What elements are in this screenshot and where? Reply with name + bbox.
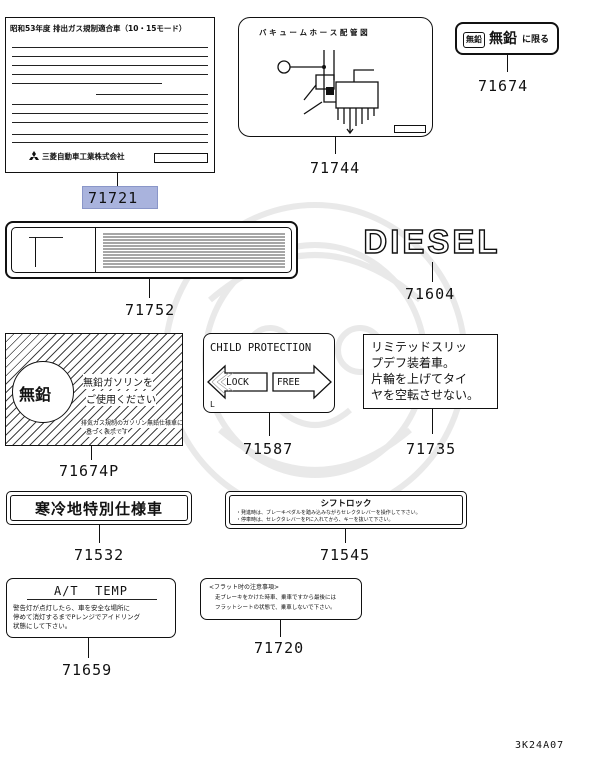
free-arrow-icon xyxy=(272,364,332,400)
label-71659-line2: 停めて消灯するまでPレンジでアイドリング xyxy=(13,613,141,621)
label-71674P-line3: 排気ガス規制のガソリン無鉛仕様車に xyxy=(81,420,183,428)
label-71720-title: <フラット时の注意事項> xyxy=(209,584,280,591)
mitsubishi-logo-icon xyxy=(29,151,39,160)
label-71720-line2: フラットシートの状態で、乗車しないで下さい。 xyxy=(215,605,336,611)
label-71752-rule xyxy=(29,237,63,238)
label-71545: シフトロック ・発進時は、ブレーキペダルを踏み込みながらセレクタレバーを操作して… xyxy=(225,491,467,529)
label-71721-rule xyxy=(12,47,208,48)
label-71604-diesel-outline: DIESEL xyxy=(363,222,500,260)
label-71744: バ キ ュ ー ム ホ ー ス 配 管 図 xyxy=(238,17,433,137)
leader-71735 xyxy=(432,409,433,434)
label-71532-text: 寒冷地特別仕様車 xyxy=(34,500,163,518)
label-71674-badge: 無鉛 xyxy=(463,32,485,48)
label-71721-rule xyxy=(12,134,208,135)
leader-71587 xyxy=(269,413,270,436)
part-number-highlight xyxy=(82,186,158,209)
label-71721-rule xyxy=(12,65,208,66)
label-71721-rule xyxy=(12,113,208,114)
leader-71604 xyxy=(432,262,433,282)
label-71545-line2: ・停車時は、セレクタレバーをPに入れてから、キーを抜いて下さい。 xyxy=(236,517,394,523)
label-71587-title: CHILD PROTECTION xyxy=(210,342,312,354)
leader-71674 xyxy=(507,55,508,72)
label-71721-rule xyxy=(12,142,208,143)
label-71752-text-lines xyxy=(103,233,285,268)
label-71721-maker: 三菱自動車工業株式会社 xyxy=(42,152,125,161)
label-71674: 無鉛 無鉛 に限る xyxy=(455,22,559,55)
part-number-71721[interactable]: 71721 xyxy=(88,189,139,207)
label-71721: 昭和53年度 排出ガス規制適合車（10・15モード） 三菱自動車工業株式会社 xyxy=(5,17,215,173)
label-71604-text: DIESEL xyxy=(363,223,500,260)
leader-71545 xyxy=(345,529,346,543)
label-71674P: 無鉛 無鉛ガソリンを ご使用ください 排気ガス規制のガソリン無鉛仕様車に 基づく… xyxy=(5,333,183,446)
vacuum-hose-diagram xyxy=(277,50,379,135)
label-71674P-line1: 無鉛ガソリンを xyxy=(83,374,153,389)
leader-71752 xyxy=(149,279,150,298)
label-71532: 寒冷地特別仕様車 xyxy=(6,491,192,525)
part-number-71744[interactable]: 71744 xyxy=(310,159,361,177)
part-number-71720[interactable]: 71720 xyxy=(254,639,305,657)
leader-71659 xyxy=(88,638,89,658)
label-71721-box xyxy=(154,153,208,163)
label-71721-rule xyxy=(12,104,208,105)
label-71545-line1: ・発進時は、ブレーキペダルを踏み込みながらセレクタレバーを操作して下さい。 xyxy=(236,510,421,516)
part-number-71674P[interactable]: 71674P xyxy=(59,462,120,480)
leader-71532 xyxy=(99,525,100,543)
label-71721-rule xyxy=(96,94,208,95)
label-71674-big: 無鉛 xyxy=(489,31,517,47)
label-71659-line1: 警告灯が点灯したら、車を安全な場所に xyxy=(13,604,130,612)
label-71721-rule xyxy=(12,122,208,123)
label-71752 xyxy=(5,221,298,279)
label-71587-lock: LOCK xyxy=(226,377,249,388)
label-71735-line0: リミテッドスリッ xyxy=(371,340,468,354)
label-71721-header: 昭和53年度 排出ガス規制適合車（10・15モード） xyxy=(10,24,187,33)
label-71545-inner xyxy=(229,495,463,525)
label-71587-side: L xyxy=(210,400,215,409)
part-number-71545[interactable]: 71545 xyxy=(320,546,371,564)
part-number-71674[interactable]: 71674 xyxy=(478,77,529,95)
label-71744-box xyxy=(394,125,426,133)
label-71659-line3: 状態にして下さい。 xyxy=(13,622,72,630)
label-71674-small: に限る xyxy=(522,35,550,45)
diagram-code: 3K24A07 xyxy=(515,740,565,751)
leader-71720 xyxy=(280,620,281,637)
label-71674P-line2: ご使用ください xyxy=(86,391,156,406)
label-71735-line3: ヤを空転させない。 xyxy=(371,388,480,402)
label-71752-rule xyxy=(35,237,36,267)
label-71659-title-underline xyxy=(27,599,157,600)
part-number-71604[interactable]: 71604 xyxy=(405,285,456,303)
leader-71721 xyxy=(117,173,118,187)
part-number-71752[interactable]: 71752 xyxy=(125,301,176,319)
label-71721-rule xyxy=(12,56,208,57)
label-71720-line1: 走ブレーキをかけた時車、乗車ですから最後には xyxy=(215,595,337,601)
label-71721-rule xyxy=(12,74,208,75)
label-71735-line2: 片輪を上げてタイ xyxy=(371,372,468,386)
leader-71744 xyxy=(335,137,336,154)
part-number-71587[interactable]: 71587 xyxy=(243,440,294,458)
leader-71674P xyxy=(91,446,92,460)
label-71752-divider xyxy=(95,227,96,273)
label-71587-free: FREE xyxy=(277,377,300,388)
label-71720: <フラット时の注意事項> 走ブレーキをかけた時車、乗車ですから最後には フラット… xyxy=(200,578,362,620)
label-71752-inner xyxy=(11,227,292,273)
label-71659-title: A/T TEMP xyxy=(53,584,129,598)
label-71735-line1: プデフ装着車。 xyxy=(371,356,456,370)
part-number-71735[interactable]: 71735 xyxy=(406,440,457,458)
label-71674P-circle-text: 無鉛 xyxy=(19,381,52,405)
label-71587: CHILD PROTECTION LOCK FREE L xyxy=(203,333,335,413)
label-71735: リミテッドスリッ プデフ装着車。 片輪を上げてタイ ヤを空転させない。 xyxy=(363,334,498,409)
label-71721-rule xyxy=(12,83,162,84)
part-number-71532[interactable]: 71532 xyxy=(74,546,125,564)
label-71532-inner xyxy=(10,495,188,521)
part-number-71659[interactable]: 71659 xyxy=(62,661,113,679)
label-71744-title: バ キ ュ ー ム ホ ー ス 配 管 図 xyxy=(259,28,368,37)
label-71674P-line4: 基づく表示です xyxy=(86,429,129,437)
label-71659: A/T TEMP 警告灯が点灯したら、車を安全な場所に 停めて消灯するまでPレン… xyxy=(6,578,176,638)
label-71545-title: シフトロック xyxy=(320,499,372,509)
